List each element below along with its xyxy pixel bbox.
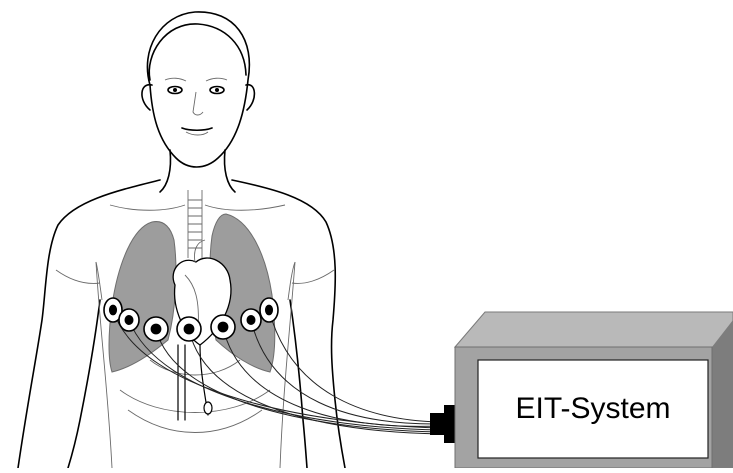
- device-top-face: [455, 312, 733, 347]
- left-lung: [109, 222, 176, 372]
- eit-system-label: EIT-System: [478, 360, 708, 458]
- electrode-7-contact: [265, 305, 273, 316]
- electrode-1-contact: [109, 305, 117, 316]
- electrode-5-contact: [218, 322, 229, 333]
- electrode-4-contact: [184, 324, 195, 335]
- electrode-6-contact: [247, 315, 256, 325]
- trachea: [188, 190, 202, 258]
- electrode-3-contact: [151, 324, 162, 335]
- connector-plug: [430, 405, 456, 443]
- electrode-2-contact: [125, 315, 134, 325]
